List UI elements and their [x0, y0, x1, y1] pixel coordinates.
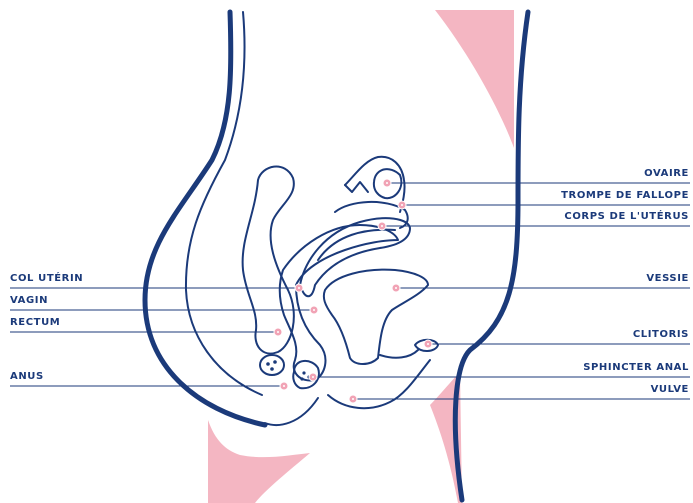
- urethra-line: [380, 350, 418, 358]
- sphincter-dot: [300, 377, 303, 380]
- label-col-uterin: COL UTÉRIN: [10, 273, 83, 285]
- buttock-outline: [145, 12, 265, 425]
- rectum-shape: [243, 166, 294, 353]
- vulva-line: [328, 360, 430, 408]
- anus-dot: [266, 362, 270, 366]
- bladder-shape: [324, 270, 428, 364]
- anus-opening: [260, 355, 284, 375]
- anus-dot: [270, 367, 274, 371]
- label-corps-de-luterus: CORPS DE L'UTÉRUS: [564, 211, 689, 223]
- label-vessie: VESSIE: [646, 273, 689, 285]
- label-trompe-de-fallope: TROMPE DE FALLOPE: [561, 190, 689, 202]
- uterus-fundus: [335, 202, 408, 228]
- label-ovaire: OVAIRE: [644, 168, 689, 180]
- label-vulve: VULVE: [651, 384, 689, 396]
- fimbriae: [345, 182, 368, 192]
- back-pink-shade: [435, 10, 514, 148]
- label-anus: ANUS: [10, 371, 44, 383]
- spine-line: [186, 12, 262, 395]
- label-clitoris: CLITORIS: [633, 329, 689, 341]
- label-vagin: VAGIN: [10, 295, 48, 307]
- label-sphincter-anal: SPHINCTER ANAL: [583, 362, 689, 374]
- perineum-line: [265, 398, 318, 425]
- buttock-pink-shade: [208, 420, 310, 503]
- label-rectum: RECTUM: [10, 317, 60, 329]
- anus-dot: [273, 360, 277, 364]
- sphincter-dot: [302, 371, 305, 374]
